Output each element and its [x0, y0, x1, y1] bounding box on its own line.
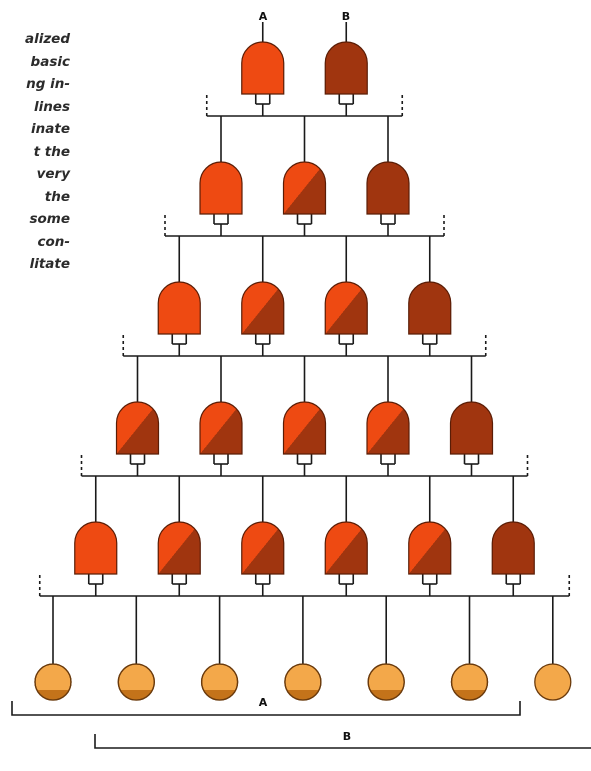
brackets — [11, 701, 591, 749]
input-shade — [120, 690, 153, 700]
caption-line: the — [44, 188, 70, 205]
and-gate — [115, 401, 160, 455]
caption-line: inate — [31, 121, 70, 137]
input-shade — [370, 690, 403, 700]
and-gate — [241, 521, 285, 575]
input-node — [284, 663, 322, 701]
caption-line: litate — [29, 256, 70, 272]
and-gate — [282, 161, 327, 215]
caption-line: t the — [33, 143, 70, 160]
caption-line: ng in- — [26, 76, 70, 92]
input-nodes — [34, 663, 572, 701]
input-node — [200, 663, 239, 701]
and-gate — [324, 41, 368, 95]
input-shade — [453, 690, 486, 700]
bracket-b — [94, 734, 591, 749]
and-gate — [199, 401, 243, 455]
and-gate — [324, 281, 368, 335]
caption-text: alized basic ng in- lines inate t the ve… — [0, 28, 70, 276]
and-gate — [282, 401, 327, 455]
caption-line: some — [29, 211, 70, 227]
top-input-label-b: B — [342, 10, 350, 23]
and-gate — [157, 521, 201, 575]
top-input-label-a: A — [259, 10, 268, 23]
input-node — [34, 663, 72, 701]
input-outline — [450, 663, 489, 701]
gates — [74, 41, 535, 575]
bracket-a — [11, 701, 521, 716]
input-node — [367, 663, 405, 701]
input-outline — [367, 663, 405, 701]
and-gate — [199, 161, 243, 215]
and-gate — [366, 161, 410, 215]
and-gate — [241, 281, 285, 335]
input-outline — [117, 663, 155, 701]
input-node — [534, 663, 572, 701]
and-gate — [408, 521, 452, 575]
input-outline — [200, 663, 239, 701]
and-gate — [241, 41, 285, 95]
and-gate — [366, 401, 410, 455]
input-node — [450, 663, 489, 701]
input-node — [117, 663, 155, 701]
input-outline — [34, 663, 72, 701]
input-circle — [534, 663, 572, 701]
input-outline — [284, 663, 322, 701]
and-gate — [408, 281, 452, 335]
bracket-label-a: A — [259, 696, 268, 709]
caption-line: con- — [37, 233, 71, 250]
caption-line: very — [36, 166, 70, 182]
bracket-label-b: B — [343, 730, 351, 743]
wires — [38, 22, 571, 664]
and-gate — [491, 521, 535, 575]
caption-line: alized — [24, 31, 70, 47]
input-shade — [37, 690, 69, 700]
caption-line: basic — [30, 53, 70, 70]
and-gate — [449, 401, 494, 455]
input-shade — [286, 690, 319, 700]
input-shade — [203, 690, 236, 700]
and-gate — [324, 521, 368, 575]
caption-line: lines — [33, 98, 70, 115]
and-gate — [157, 281, 201, 335]
and-gate — [74, 521, 118, 575]
